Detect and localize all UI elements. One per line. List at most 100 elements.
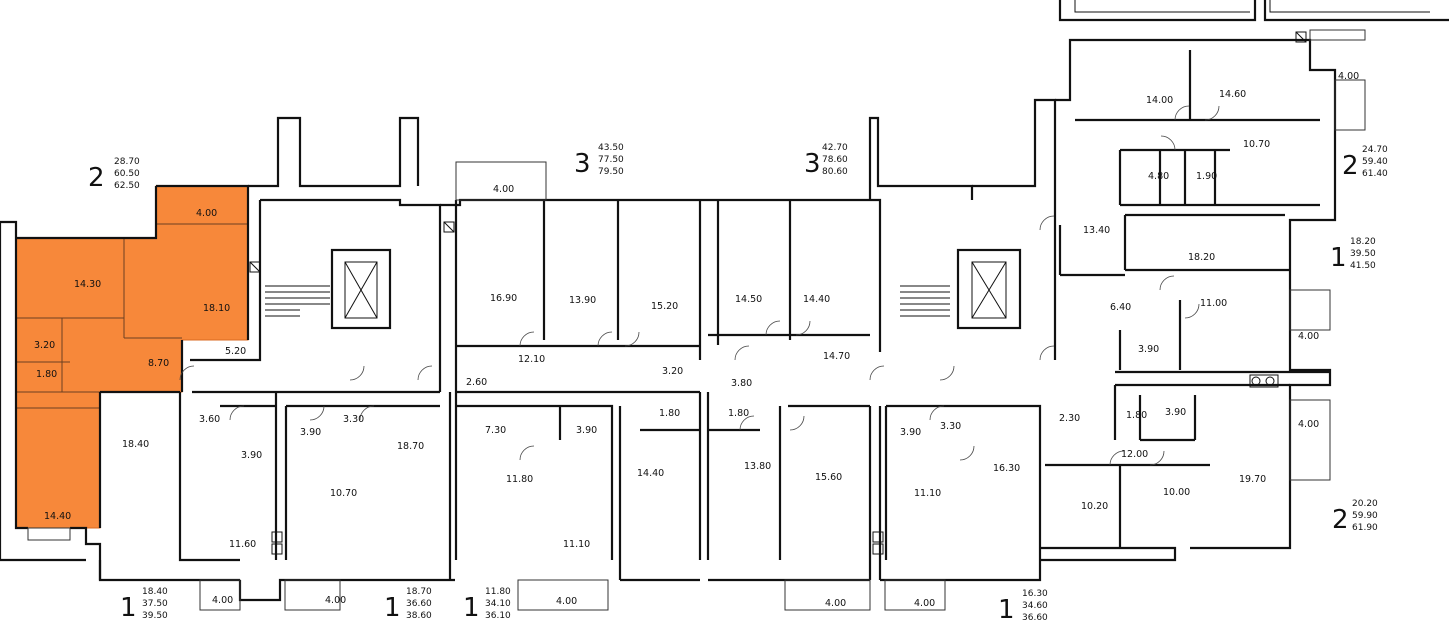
room-area: 3.90 <box>900 427 921 438</box>
room-area: 3.20 <box>34 340 55 351</box>
apartment-label: 2 24.70 59.40 61.40 <box>1342 145 1388 181</box>
apartment-living-area: 24.70 <box>1362 145 1388 155</box>
apartment-room-count: 1 <box>120 593 137 623</box>
apartment-labels: 2 28.70 60.50 62.50 3 43.50 77.50 79.50 … <box>88 143 1388 625</box>
room-area: 4.00 <box>325 595 346 606</box>
room-area: 11.60 <box>229 539 256 550</box>
door-swings <box>179 105 1220 466</box>
room-area: 13.90 <box>569 295 596 306</box>
walls <box>0 0 1449 602</box>
apartment-living-area: 18.70 <box>406 587 432 597</box>
room-area: 4.00 <box>1338 71 1359 82</box>
room-area: 8.70 <box>148 358 169 369</box>
apartment-label: 2 20.20 59.90 61.90 <box>1332 499 1378 535</box>
room-area: 4.80 <box>1148 171 1169 182</box>
apartment-total-area: 36.60 <box>406 599 432 609</box>
apartment-living-area: 11.80 <box>485 587 511 597</box>
room-area: 4.00 <box>1298 419 1319 430</box>
room-area: 14.70 <box>823 351 850 362</box>
room-area: 18.10 <box>203 303 230 314</box>
apartment-room-count: 2 <box>88 163 105 193</box>
apartment-living-area: 42.70 <box>822 143 848 153</box>
apartment-total-balcony-area: 80.60 <box>822 167 848 177</box>
apartment-total-balcony-area: 36.60 <box>1022 613 1048 623</box>
apartment-total-area: 39.50 <box>1350 249 1376 259</box>
room-area: 4.00 <box>556 596 577 607</box>
room-area: 18.70 <box>397 441 424 452</box>
apartment-total-balcony-area: 38.60 <box>406 611 432 621</box>
room-area: 3.90 <box>576 425 597 436</box>
room-area: 11.10 <box>914 488 941 499</box>
apartment-living-area: 20.20 <box>1352 499 1378 509</box>
room-area: 19.70 <box>1239 474 1266 485</box>
room-area: 13.80 <box>744 461 771 472</box>
room-area: 14.40 <box>44 511 71 522</box>
room-area: 3.30 <box>343 414 364 425</box>
room-area: 14.00 <box>1146 95 1173 106</box>
apartment-room-count: 2 <box>1332 505 1349 535</box>
apartment-total-area: 77.50 <box>598 155 624 165</box>
apartment-living-area: 28.70 <box>114 157 140 167</box>
apartment-total-balcony-area: 79.50 <box>598 167 624 177</box>
room-area: 15.20 <box>651 301 678 312</box>
room-area: 3.30 <box>940 421 961 432</box>
apartment-label: 1 16.30 34.60 36.60 <box>998 589 1048 625</box>
apartment-total-balcony-area: 39.50 <box>142 611 168 621</box>
apartment-living-area: 18.20 <box>1350 237 1376 247</box>
balconies <box>27 29 1366 611</box>
room-area: 1.80 <box>36 369 57 380</box>
apartment-living-area: 16.30 <box>1022 589 1048 599</box>
apartment-total-balcony-area: 36.10 <box>485 611 511 621</box>
room-area: 11.10 <box>563 539 590 550</box>
room-area: 10.20 <box>1081 501 1108 512</box>
apartment-total-area: 34.60 <box>1022 601 1048 611</box>
room-area: 3.90 <box>1165 407 1186 418</box>
room-area: 1.80 <box>659 408 680 419</box>
apartment-room-count: 1 <box>998 595 1015 625</box>
room-area: 14.60 <box>1219 89 1246 100</box>
room-area: 2.60 <box>466 377 487 388</box>
room-area: 1.80 <box>728 408 749 419</box>
apartment-room-count: 2 <box>1342 151 1359 181</box>
room-area: 4.00 <box>914 598 935 609</box>
apartment-total-balcony-area: 62.50 <box>114 181 140 191</box>
ventilation-shafts <box>249 31 1307 555</box>
room-area: 1.90 <box>1196 171 1217 182</box>
room-area: 3.90 <box>300 427 321 438</box>
room-area: 5.20 <box>225 346 246 357</box>
apartment-total-area: 37.50 <box>142 599 168 609</box>
room-area: 2.30 <box>1059 413 1080 424</box>
room-area: 3.80 <box>731 378 752 389</box>
apartment-room-count: 1 <box>463 593 480 623</box>
apartment-label: 1 18.20 39.50 41.50 <box>1330 237 1376 273</box>
apartment-living-area: 18.40 <box>142 587 168 597</box>
room-area: 16.30 <box>993 463 1020 474</box>
room-area: 12.10 <box>518 354 545 365</box>
apartment-room-count: 3 <box>574 149 591 179</box>
apartment-label: 2 28.70 60.50 62.50 <box>88 157 140 193</box>
room-area: 14.50 <box>735 294 762 305</box>
room-area: 16.90 <box>490 293 517 304</box>
apartment-room-count: 1 <box>1330 243 1347 273</box>
apartment-label: 3 43.50 77.50 79.50 <box>574 143 624 179</box>
room-area: 14.40 <box>637 468 664 479</box>
apartment-total-area: 34.10 <box>485 599 511 609</box>
room-area: 10.70 <box>330 488 357 499</box>
room-area: 4.00 <box>825 598 846 609</box>
apartment-label: 3 42.70 78.60 80.60 <box>804 143 848 179</box>
room-area: 11.80 <box>506 474 533 485</box>
apartment-total-balcony-area: 61.90 <box>1352 523 1378 533</box>
room-area: 18.40 <box>122 439 149 450</box>
room-area: 14.30 <box>74 279 101 290</box>
apartment-label: 1 18.70 36.60 38.60 <box>384 587 432 623</box>
room-area: 4.00 <box>493 184 514 195</box>
apartment-total-balcony-area: 61.40 <box>1362 169 1388 179</box>
apartment-total-area: 59.90 <box>1352 511 1378 521</box>
apartment-total-area: 78.60 <box>822 155 848 165</box>
room-area: 3.60 <box>199 414 220 425</box>
room-area: 12.00 <box>1121 449 1148 460</box>
apartment-room-count: 3 <box>804 149 821 179</box>
room-area: 18.20 <box>1188 252 1215 263</box>
apartment-total-area: 59.40 <box>1362 157 1388 167</box>
